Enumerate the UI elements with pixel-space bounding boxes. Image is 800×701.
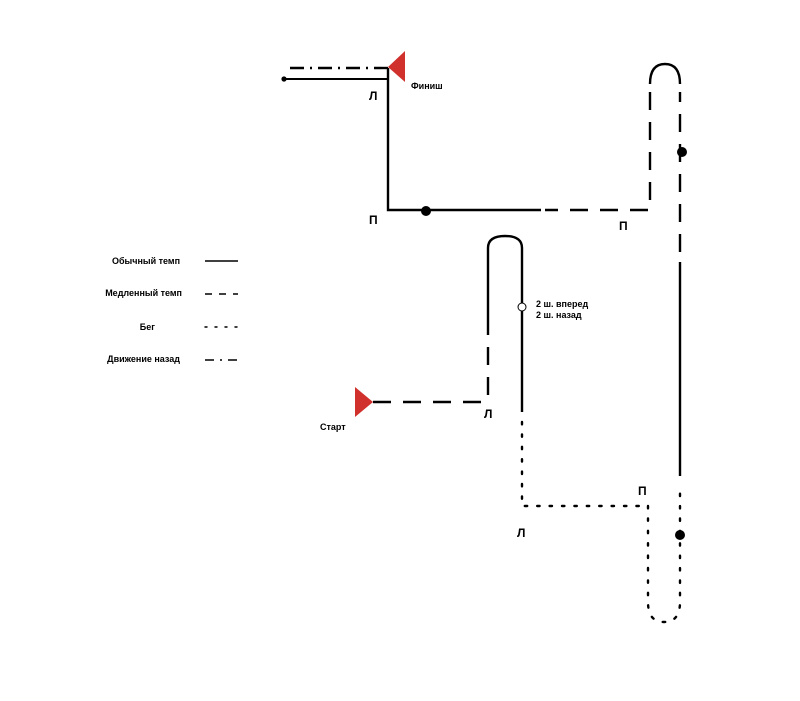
turn-label-right-bottom: П bbox=[619, 219, 628, 233]
finish-label: Финиш bbox=[411, 81, 443, 91]
turn-label-top-right: П bbox=[369, 213, 378, 227]
route-dot-right-bottom bbox=[675, 530, 685, 540]
legend-label-slow: Медленный темп bbox=[105, 288, 182, 298]
finish-flag-icon bbox=[388, 51, 405, 82]
route-dot-right-top bbox=[677, 147, 687, 157]
note-line-1: 2 ш. вперед bbox=[536, 299, 588, 309]
route-loop3-arch-segment bbox=[648, 62, 682, 85]
route-loop3-down-slow-segment bbox=[545, 92, 652, 212]
route-normal-to-finish-segment bbox=[386, 68, 541, 212]
start-flag-icon bbox=[355, 387, 373, 417]
route-run-loop2-segment bbox=[646, 482, 682, 624]
legend-label-run: Бег bbox=[140, 322, 155, 332]
legend: Обычный темп Медленный темп Бег Движение… bbox=[105, 256, 239, 364]
note-line-2: 2 ш. назад bbox=[536, 310, 582, 320]
turn-label-finish-left: Л bbox=[369, 89, 377, 103]
legend-label-backward: Движение назад bbox=[107, 354, 180, 364]
turn-label-bottom-right: П bbox=[638, 484, 647, 498]
legend-label-normal: Обычный темп bbox=[112, 256, 180, 266]
note-point-open bbox=[517, 302, 527, 312]
route-dot-middle bbox=[421, 206, 431, 216]
finish-spur-dot bbox=[281, 76, 287, 82]
turn-label-bottom-left: Л bbox=[517, 526, 525, 540]
route-loop1-arch-segment bbox=[486, 234, 524, 412]
route-run-to-loop2-segment bbox=[520, 420, 650, 508]
route bbox=[281, 62, 682, 624]
start-label: Старт bbox=[320, 422, 346, 432]
turn-label-start-left: Л bbox=[484, 407, 492, 421]
